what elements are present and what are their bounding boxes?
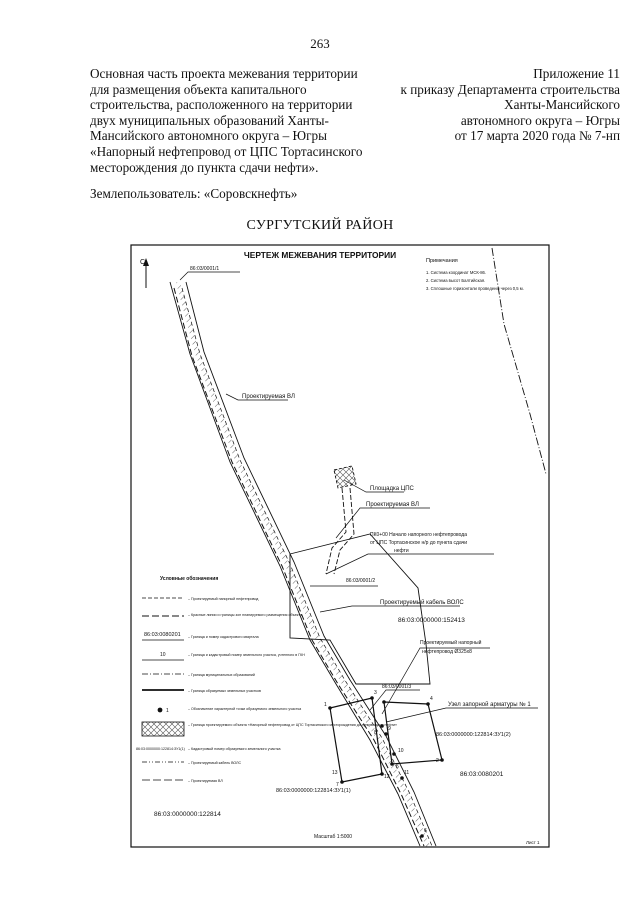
legend-sample: 86:03:0000000:122814:ЗУ1(1) [136, 747, 185, 751]
pipeline-route [173, 287, 425, 847]
legend-item: – Граница проектируемого объекта «Напорн… [188, 723, 397, 727]
scale-label: Масштаб 1:5000 [314, 834, 352, 840]
legend: Условные обозначения – Проектируемый нап… [136, 575, 397, 783]
pipeline-label: нефтепровод Ø325х8 [422, 649, 472, 655]
legend-item: – Обозначение характерной точки образуем… [188, 707, 301, 711]
appendix-line: автономного округа – Югры [460, 112, 620, 128]
corridor-right-line [185, 281, 437, 847]
title-line: для размещения объекта капитального [90, 81, 307, 97]
legend-item: – Красные линии и границы зон планируемо… [188, 613, 302, 617]
parcel-122814-label: 86:03:0000000:122814 [154, 811, 221, 818]
appendix-line: Приложение 11 [533, 66, 620, 81]
title-line: двух муниципальных образований Ханты- [90, 112, 329, 128]
vertex-number: 4 [430, 696, 433, 702]
legend-item: – Кадастровый номер образуемого земельно… [188, 747, 281, 751]
appendix-line: к приказу Департамента строительства [400, 81, 621, 97]
legend-item: – Проектируемая ВЛ [188, 779, 223, 783]
legend-sample: 86:03:0080201 [144, 632, 181, 638]
legend-item: – Проектируемый кабель ВОЛС [188, 761, 242, 765]
land-user: Землепользователь: «Соровскнефть» [90, 186, 298, 201]
pipeline-label: Проектируемый напорный [420, 639, 482, 646]
cps-site [333, 465, 357, 489]
fiber-cable-label: Проектируемый кабель ВОЛС [380, 599, 464, 606]
document-title-block: Основная часть проекта межевания террито… [90, 66, 380, 175]
corridor-left-line [169, 281, 421, 847]
title-line: Мансийского автономного округа – Югры [90, 128, 327, 144]
vertex-number: 12 [384, 774, 390, 780]
vertex-number: 3 [374, 690, 377, 696]
vertex-number: 11 [404, 770, 409, 776]
legend-item: – Граница муниципальных образований [188, 673, 255, 677]
title-line: месторождения до пункта сдачи нефти». [90, 159, 319, 175]
pk-start-label: ПК0+00 Начало напорного нефтепровода [370, 532, 467, 538]
appendix-block: Приложение 11 к приказу Департамента стр… [380, 66, 621, 144]
vertex-number: 9 [388, 726, 391, 732]
parcel-zu1-2-label: 86:03:0000000:122814:ЗУ1(2) [436, 732, 511, 738]
legend-sample: 10 [160, 652, 166, 658]
parcel-152413-area [289, 533, 431, 685]
drawing-title: ЧЕРТЕЖ МЕЖЕВАНИЯ ТЕРРИТОРИИ [244, 250, 396, 260]
vertex-number: 1 [324, 702, 327, 708]
district-heading: СУРГУТСКИЙ РАЙОН [246, 218, 394, 233]
projected-vl-label: Проектируемая ВЛ [366, 502, 419, 508]
note-line: 1. Система координат МСК-86. [426, 270, 486, 275]
notes-title: Примечания [426, 258, 458, 264]
north-arrow-icon [143, 258, 149, 288]
pk-start-label: от ЦПС Тортасинское н/р до пункта сдачи [370, 540, 467, 546]
vertex-number: 13 [332, 770, 338, 776]
vertex-number: 8 [374, 730, 377, 736]
parcel-152413-label: 86:03:0000000:152413 [398, 617, 465, 624]
note-line: 2. Система высот Балтийская. [426, 278, 485, 283]
pk-start-label: нефти [394, 548, 409, 554]
cps-site-label: Площадка ЦПС [370, 486, 415, 492]
municipal-boundary [491, 247, 547, 475]
legend-point-icon [157, 707, 163, 713]
vertex-number: 10 [398, 748, 404, 754]
legend-item: – Граница и кадастровый номер земельного… [188, 653, 305, 657]
pipeline-route-inner [181, 287, 433, 847]
vertex-number: 2 [436, 758, 439, 764]
small-parcel-label: 86:03/0001/2 [346, 578, 375, 584]
legend-hatch-icon [141, 721, 185, 737]
sheet-label: Лист 1 [526, 840, 540, 845]
branch-vl-2 [333, 487, 355, 575]
legend-sample: 1 [166, 708, 169, 714]
legend-item: – Граница и номер кадастрового квартала [188, 635, 259, 639]
survey-drawing: ЧЕРТЕЖ МЕЖЕВАНИЯ ТЕРРИТОРИИ С Примечания… [130, 244, 550, 848]
projected-vl-label: Проектируемая ВЛ [242, 394, 295, 400]
branch-vl [325, 487, 347, 575]
legend-item: – Граница образуемых земельных участков [188, 689, 261, 693]
north-label: С [140, 259, 145, 266]
title-line: Основная часть проекта межевания террито… [90, 66, 358, 81]
valve-node-label: Узел запорной арматуры № 1 [448, 701, 531, 708]
parcel-0080201-label: 86:03:0080201 [460, 771, 504, 778]
appendix-line: Ханты-Мансийского [504, 97, 620, 113]
corridor-hatching [176, 281, 430, 847]
vertex-number: 6 [424, 828, 427, 834]
parcel-zu1-1-label: 86:03:0000000:122814:ЗУ1(1) [276, 788, 351, 794]
leader-lines [179, 271, 538, 723]
appendix-line: от 17 марта 2020 года № 7-нп [454, 128, 620, 144]
note-line: 3. Сплошные горизонтали проведены через … [426, 286, 524, 291]
node-parcel-label: 86:03/0001/3 [382, 684, 411, 690]
vertex-number: 5 [396, 764, 399, 770]
legend-title: Условные обозначения [160, 575, 218, 582]
vertex-points [328, 696, 444, 838]
title-line: строительства, расположенного на террито… [90, 97, 353, 113]
vertex-number: 7 [336, 782, 339, 788]
title-line: «Напорный нефтепровод от ЦПС Тортасинско… [90, 143, 363, 159]
page-number: 263 [310, 36, 330, 51]
top-parcel-label: 86:03/0001/1 [190, 266, 219, 272]
legend-item: – Проектируемый напорный нефтепровод [188, 597, 259, 601]
